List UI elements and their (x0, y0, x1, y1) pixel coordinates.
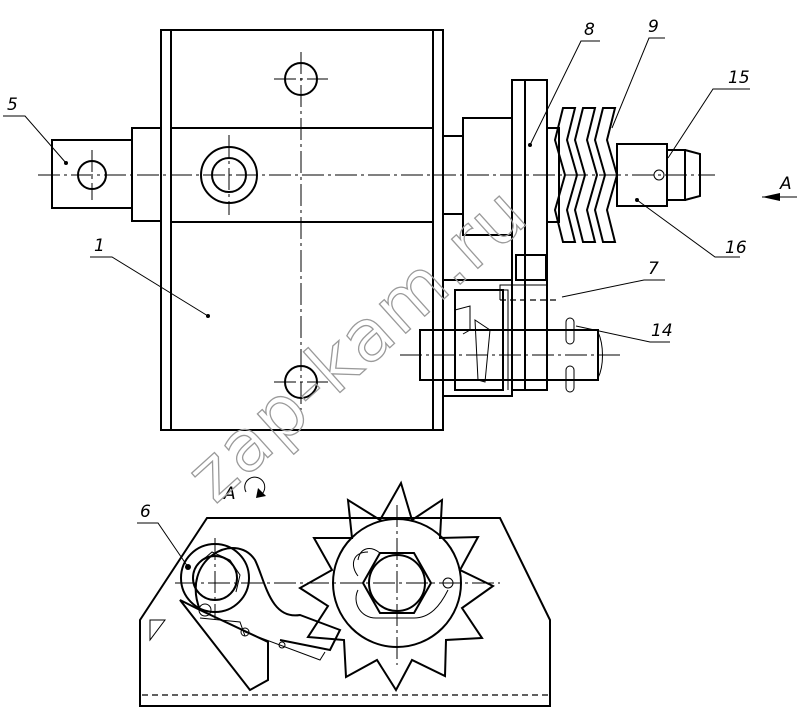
label-14: 14 (651, 321, 673, 341)
label-9: 9 (648, 17, 659, 37)
leaders (3, 37, 750, 570)
base-plate (139, 517, 551, 707)
rotation-sign (244, 476, 266, 498)
view-axes (175, 505, 500, 665)
label-15: 15 (728, 68, 750, 88)
view-arrow: A (762, 174, 797, 201)
section-view-a: A (139, 476, 551, 707)
label-7: 7 (648, 259, 659, 279)
label-5: 5 (7, 95, 18, 115)
pawl-mechanism (149, 543, 342, 692)
label-1: 1 (94, 236, 105, 256)
view-title: A (223, 484, 236, 504)
center-axes (38, 52, 715, 410)
label-8: 8 (584, 20, 595, 40)
label-6: 6 (140, 502, 151, 522)
main-view: 5 1 8 9 15 16 7 14 6 A (3, 17, 797, 570)
label-16: 16 (725, 238, 747, 258)
housing-body (160, 29, 444, 431)
view-arrow-label: A (779, 174, 792, 194)
